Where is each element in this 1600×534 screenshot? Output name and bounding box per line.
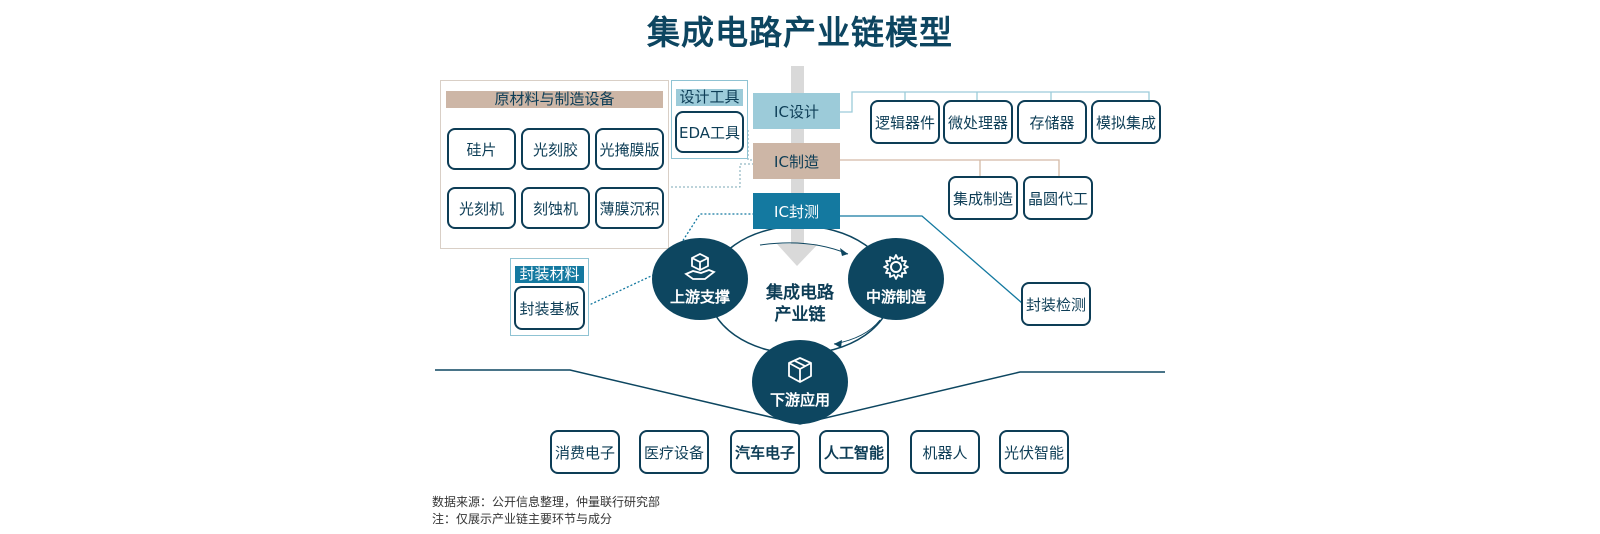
ic-packaging-step: IC封测 — [753, 193, 840, 229]
ic-design-step: IC设计 — [753, 93, 840, 129]
flow-arrow-head — [777, 244, 818, 266]
material-item: 薄膜沉积 — [595, 187, 664, 229]
packaging-material-panel: 封装材料 封装基板 — [510, 258, 589, 336]
design-product-item: 存储器 — [1017, 100, 1087, 144]
box-hand-icon — [684, 252, 716, 280]
material-item: 刻蚀机 — [521, 187, 590, 229]
downstream-node: 下游应用 — [752, 340, 848, 424]
packaging-substrate-item: 封装基板 — [514, 286, 585, 330]
eda-tool-item: EDA工具 — [675, 111, 744, 153]
design-product-item: 逻辑器件 — [870, 100, 940, 144]
raw-materials-panel: 原材料与制造设备 硅片 光刻胶 光掩膜版 光刻机 刻蚀机 薄膜沉积 — [440, 80, 669, 249]
packaging-test-item: 封装检测 — [1021, 282, 1091, 326]
gear-icon — [883, 253, 909, 280]
material-item: 光掩膜版 — [595, 128, 664, 170]
remark-note: 注：仅展示产业链主要环节与成分 — [432, 512, 613, 526]
cube-icon — [788, 356, 812, 383]
application-item: 光伏智能 — [999, 430, 1069, 474]
page-title: 集成电路产业链模型 — [647, 13, 953, 52]
application-item: 医疗设备 — [639, 430, 709, 474]
design-product-item: 微处理器 — [943, 100, 1013, 144]
manufacturing-type-item: 集成制造 — [948, 176, 1018, 220]
design-tools-header: 设计工具 — [676, 89, 743, 106]
application-item: 人工智能 — [819, 430, 889, 474]
application-item: 消费电子 — [550, 430, 620, 474]
application-item: 汽车电子 — [730, 430, 800, 474]
design-tools-panel: 设计工具 EDA工具 — [671, 80, 748, 159]
manufacturing-type-item: 晶圆代工 — [1023, 176, 1093, 220]
material-item: 光刻胶 — [521, 128, 590, 170]
raw-materials-header: 原材料与制造设备 — [446, 91, 663, 108]
design-product-item: 模拟集成 — [1091, 100, 1161, 144]
midstream-node: 中游制造 — [848, 238, 944, 320]
source-note: 数据来源：公开信息整理，仲量联行研究部 — [432, 495, 661, 509]
application-item: 机器人 — [910, 430, 980, 474]
material-item: 硅片 — [447, 128, 516, 170]
ic-manufacturing-step: IC制造 — [753, 143, 840, 179]
center-label: 集成电路 产业链 — [766, 283, 834, 325]
packaging-material-header: 封装材料 — [515, 266, 584, 283]
material-item: 光刻机 — [447, 187, 516, 229]
upstream-node: 上游支撑 — [652, 238, 748, 320]
